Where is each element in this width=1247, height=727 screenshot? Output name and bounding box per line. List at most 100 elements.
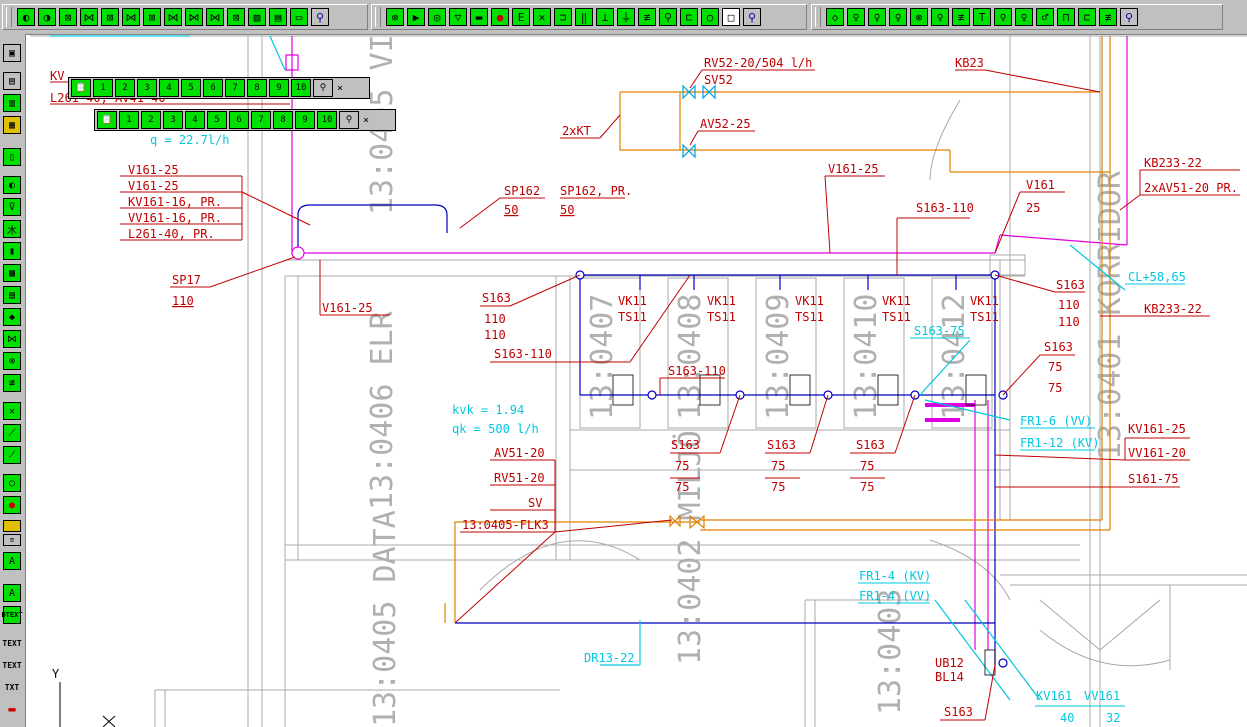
draw-symbol-icon[interactable]: ≢	[638, 8, 656, 26]
layer-state-icon[interactable]: ▦	[3, 116, 21, 134]
floating-toolbar-2[interactable]: 📋 1 2 3 4 5 6 7 8 9 10 ⚲ ×	[94, 109, 396, 131]
snap-midpoint-icon[interactable]: ◑	[38, 8, 56, 26]
snap-parallel-icon[interactable]: ▤	[269, 8, 287, 26]
toolbar-item[interactable]: 7	[251, 111, 271, 129]
snap-apparent-icon[interactable]: ▧	[248, 8, 266, 26]
dtext-icon[interactable]: DTEXT	[1, 606, 23, 624]
toolbar-item[interactable]: 9	[269, 79, 289, 97]
text-style-icon[interactable]: TEXT	[2, 634, 22, 652]
draw-tee-icon[interactable]: ⊥	[596, 8, 614, 26]
toolbar-item[interactable]: 4	[185, 111, 205, 129]
draw-circle-icon[interactable]: ⊗	[386, 8, 404, 26]
toolbar-grip[interactable]	[815, 7, 821, 27]
toolbar-item[interactable]: 2	[115, 79, 135, 97]
close-icon[interactable]: ×	[363, 114, 370, 126]
close-icon[interactable]: ×	[337, 82, 344, 94]
draw-circle-open-icon[interactable]: ○	[701, 8, 719, 26]
mixing-icon[interactable]: ⋈	[3, 330, 21, 348]
properties-icon[interactable]: ▥	[3, 94, 21, 112]
pump-icon[interactable]: ◐	[3, 176, 21, 194]
layer-icon[interactable]: 📋	[71, 79, 91, 97]
toolbar-item[interactable]: 6	[229, 111, 249, 129]
valve-relief-icon[interactable]: ♀	[994, 8, 1012, 26]
draw-hatch-icon[interactable]: ◎	[428, 8, 446, 26]
text-a-icon[interactable]: A	[3, 552, 21, 570]
toolbar-item[interactable]: 1	[93, 79, 113, 97]
snap-none-icon[interactable]: ▭	[290, 8, 308, 26]
grid-icon[interactable]: ▩	[3, 264, 21, 282]
valve-ball-icon[interactable]: ♀	[889, 8, 907, 26]
valve-check-icon[interactable]: ♀	[868, 8, 886, 26]
toolbar-item[interactable]: 8	[273, 111, 293, 129]
toolbar-item[interactable]: 5	[207, 111, 227, 129]
draw-bar-icon[interactable]: ▬	[470, 8, 488, 26]
text-a-slash-icon[interactable]: A	[3, 584, 21, 602]
slash-icon[interactable]: ⟋	[3, 446, 21, 464]
circle-x-icon[interactable]: ⊗	[3, 352, 21, 370]
floating-toolbar-1[interactable]: 📋 1 2 3 4 5 6 7 8 9 10 ⚲ ×	[68, 77, 370, 99]
snap-endpoint-icon[interactable]: ◐	[17, 8, 35, 26]
snap-intersection-icon[interactable]: ⋈	[122, 8, 140, 26]
nozzle-icon[interactable]: ✕	[3, 402, 21, 420]
trap-icon[interactable]: ≢	[3, 374, 21, 392]
snap-insertion-icon[interactable]: ⋈	[164, 8, 182, 26]
dash-line-icon[interactable]: ▬	[3, 700, 21, 718]
toolbar-item[interactable]: 4	[159, 79, 179, 97]
draw-circle-open-icon[interactable]: ⊏	[680, 8, 698, 26]
red-dot-icon[interactable]: ●	[3, 496, 21, 514]
tank-icon[interactable]: ▮	[3, 242, 21, 260]
valve-icon[interactable]: ◇	[826, 8, 844, 26]
valve-gate-icon[interactable]: ⊗	[910, 8, 928, 26]
toolbar-item[interactable]: 9	[295, 111, 315, 129]
valve-tee-icon[interactable]: T	[973, 8, 991, 26]
draw-pump-icon[interactable]: ⚲	[659, 8, 677, 26]
filter-icon[interactable]: ⊽	[3, 198, 21, 216]
toolbar-grip[interactable]	[6, 7, 12, 27]
draw-settings-icon[interactable]: ⚲	[743, 8, 761, 26]
draw-ground-icon[interactable]: ⏚	[617, 8, 635, 26]
snap-extension-icon[interactable]: ⊠	[143, 8, 161, 26]
dim-icon[interactable]	[3, 520, 21, 532]
toolbar-item[interactable]: 10	[317, 111, 337, 129]
snap-center-icon[interactable]: ⊠	[59, 8, 77, 26]
drawing-canvas[interactable]: 13:0405 VIDEOSAL 13:0406 ELR 13:0402 MIL…	[26, 35, 1247, 727]
point-icon[interactable]: ○	[3, 474, 21, 492]
valve-angle-icon[interactable]: ♀	[847, 8, 865, 26]
draw-pause-icon[interactable]: ‖	[575, 8, 593, 26]
snap-perpendicular-icon[interactable]: ⋈	[185, 8, 203, 26]
layer-icon[interactable]: 📋	[97, 111, 117, 129]
flow-icon[interactable]: ◆	[3, 308, 21, 326]
snap-settings-icon[interactable]: ⚲	[311, 8, 329, 26]
draw-triangle-icon[interactable]: ▽	[449, 8, 467, 26]
draw-square-icon[interactable]: □	[722, 8, 740, 26]
valve-globe-icon[interactable]: ≢	[952, 8, 970, 26]
text-edit-icon[interactable]: TEXT	[2, 656, 22, 674]
tree-icon[interactable]: 木	[3, 220, 21, 238]
boiler-icon[interactable]: ▤	[3, 286, 21, 304]
valve-male-icon[interactable]: ♂	[1036, 8, 1054, 26]
toolbar-item[interactable]: 2	[141, 111, 161, 129]
door-icon[interactable]: ▯	[3, 148, 21, 166]
line-style-icon[interactable]: ≡	[3, 534, 21, 546]
valve-strainer-icon[interactable]: ≢	[1099, 8, 1117, 26]
layers-icon[interactable]: ▤	[3, 72, 21, 90]
snap-nearest-icon[interactable]: ⊠	[227, 8, 245, 26]
valve-settings-icon[interactable]: ⚲	[1120, 8, 1138, 26]
draw-cross-icon[interactable]: ✕	[533, 8, 551, 26]
valve-flange-icon[interactable]: ⊓	[1057, 8, 1075, 26]
snap-quadrant-icon[interactable]: ⊠	[101, 8, 119, 26]
txt-icon[interactable]: TXT	[3, 678, 21, 696]
line-icon[interactable]: ⟋	[3, 424, 21, 442]
draw-stop-icon[interactable]: ●	[491, 8, 509, 26]
draw-e-icon[interactable]: E	[512, 8, 530, 26]
toolbar-item[interactable]: 3	[137, 79, 157, 97]
draw-bracket-icon[interactable]: ⊐	[554, 8, 572, 26]
pin-icon[interactable]: ⚲	[339, 111, 359, 129]
toolbar-item[interactable]: 1	[119, 111, 139, 129]
toolbar-item[interactable]: 10	[291, 79, 311, 97]
toolbar-grip[interactable]	[375, 7, 381, 27]
valve-cap-icon[interactable]: ⊏	[1078, 8, 1096, 26]
snap-node-icon[interactable]: ⋈	[80, 8, 98, 26]
open-file-icon[interactable]: ▣	[3, 44, 21, 62]
toolbar-item[interactable]: 7	[225, 79, 245, 97]
